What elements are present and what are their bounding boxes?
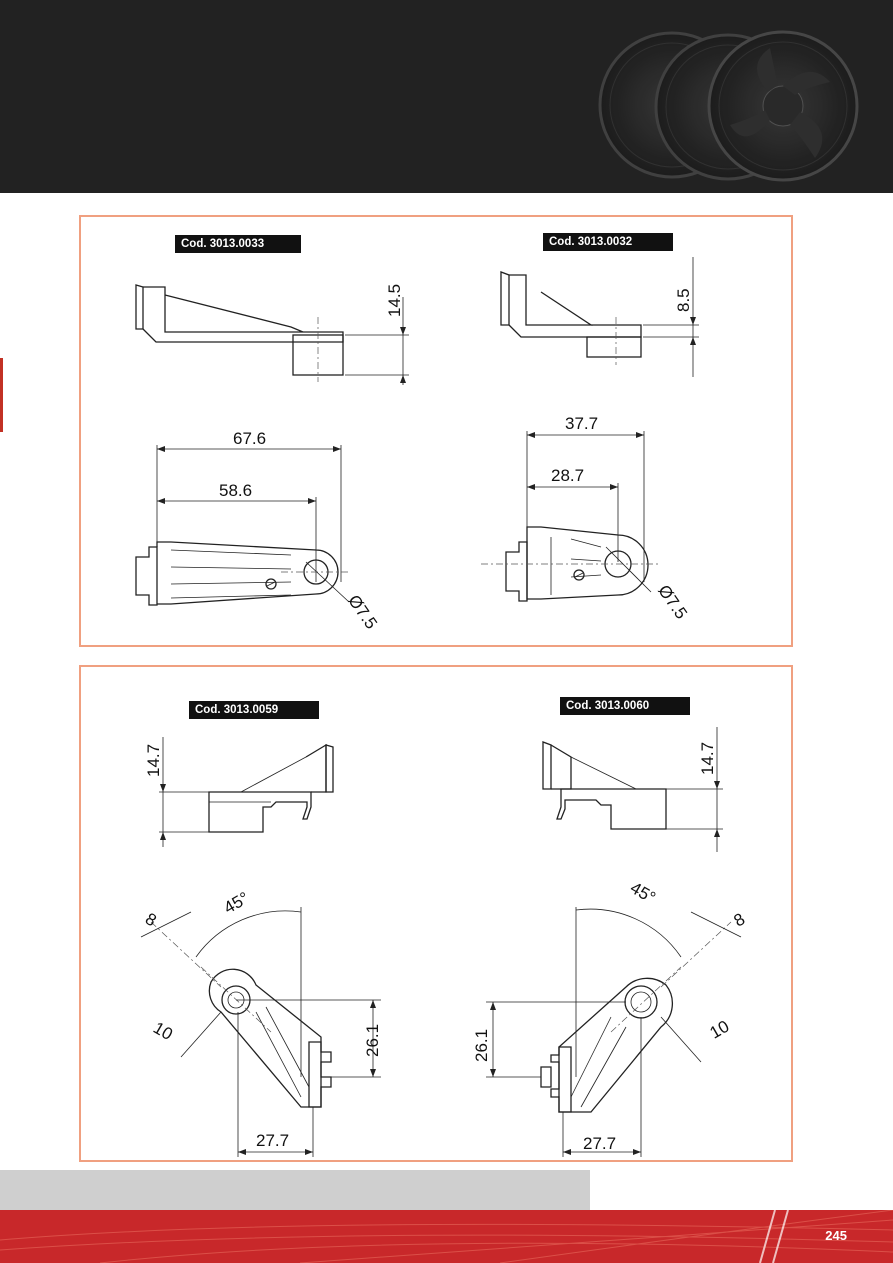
dim-offset-vertical-0059: 26.1 (363, 1023, 382, 1057)
dim-height-0032: 8.5 (674, 288, 693, 312)
dim-height-0060: 14.7 (698, 741, 717, 775)
drawing-bottom (140, 727, 742, 1157)
dim-height-0059: 14.7 (144, 743, 163, 777)
code-label-0032: Cod. 3013.0032 (543, 233, 673, 251)
dim-offset-horizontal-0059: 27.7 (256, 1131, 290, 1150)
bracket-0060-side-view (542, 727, 723, 852)
code-label-0033: Cod. 3013.0033 (175, 235, 301, 253)
footer-stripes-icon (0, 1210, 893, 1263)
bracket-0059-top-view (140, 907, 381, 1157)
code-label-0059: Cod. 3013.0059 (189, 701, 319, 719)
bracket-0059-side-view (159, 737, 334, 847)
page-header (0, 0, 893, 193)
dim-length-hole-0032: 28.7 (551, 466, 585, 485)
grey-band (0, 1170, 590, 1210)
panel-top: Cod. 3013.0033 Cod. 3013.0032 14.5 8.5 6… (79, 215, 793, 647)
bracket-0032-side-view (500, 257, 699, 377)
dim-length-total-0033: 67.6 (233, 429, 267, 448)
dim-length-hole-0033: 58.6 (219, 481, 253, 500)
dim-length-total-0032: 37.7 (565, 414, 599, 433)
bracket-0033-top-view (135, 445, 351, 606)
page-footer (0, 1210, 893, 1263)
dim-offset-vertical-0060: 26.1 (472, 1028, 491, 1062)
bracket-0032-top-view (481, 431, 661, 602)
dim-offset-horizontal-0060: 27.7 (583, 1134, 617, 1153)
dim-height-0033: 14.5 (385, 283, 404, 317)
fan-trio-icon (598, 30, 859, 182)
bracket-0033-side-view (135, 284, 409, 385)
side-mark (0, 358, 3, 432)
bracket-0060-top-view (486, 907, 742, 1157)
page-number: 245 (825, 1228, 847, 1243)
drawing-top (135, 257, 699, 606)
code-label-0060: Cod. 3013.0060 (560, 697, 690, 715)
panel-bottom: Cod. 3013.0059 Cod. 3013.0060 14.7 14.7 … (79, 665, 793, 1162)
